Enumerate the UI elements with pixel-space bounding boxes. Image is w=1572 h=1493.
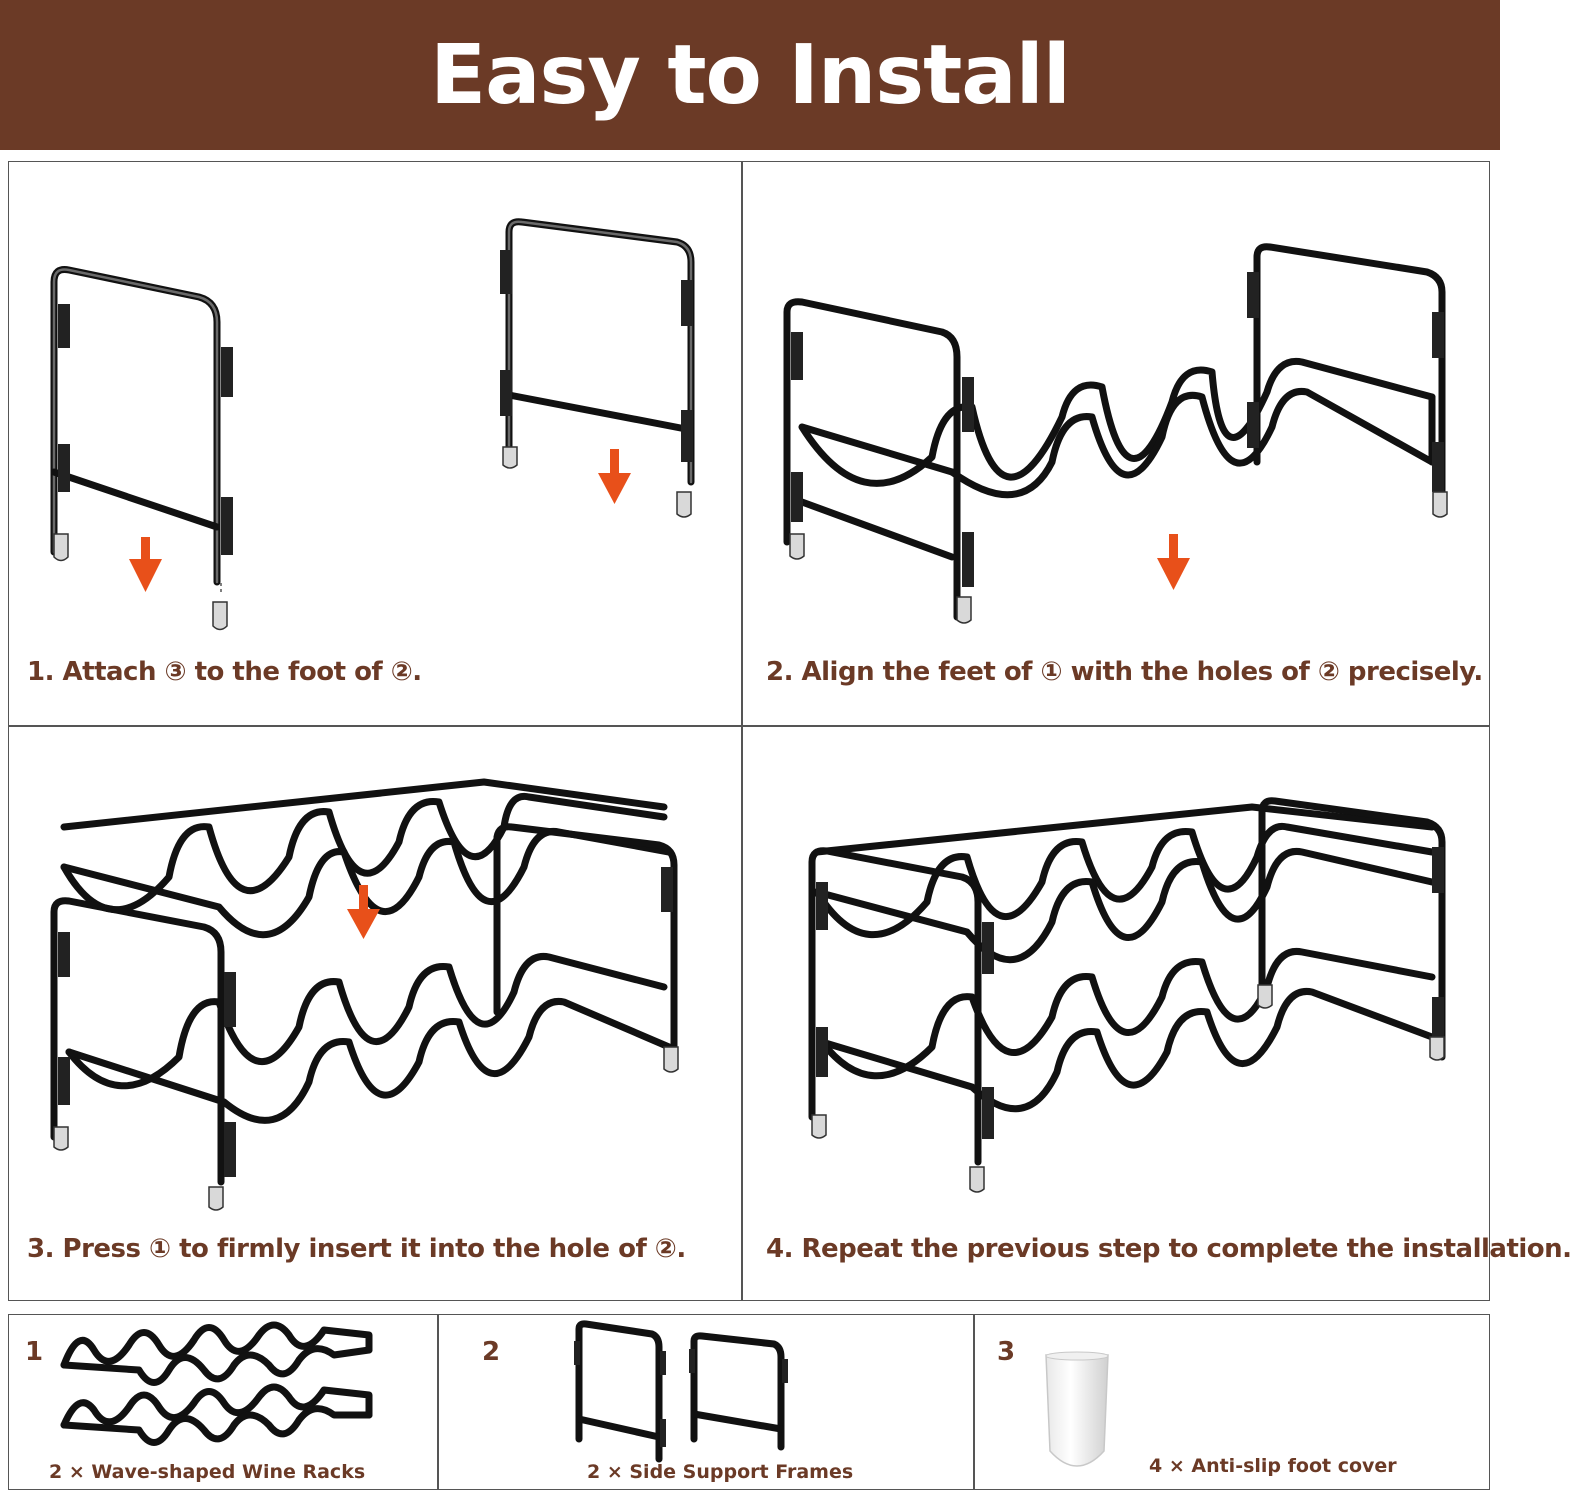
parts-list: 1 2 × Wave-shaped Wine Racks 2 2 × Side … (8, 1314, 1490, 1490)
part-2-number: 2 (482, 1337, 501, 1367)
side-support-frame-icon (574, 1320, 788, 1463)
side-frame-left (783, 298, 974, 624)
parts-divider (973, 1315, 975, 1489)
part-3-label: 4 × Anti-slip foot cover (1149, 1455, 1397, 1477)
wine-rack (798, 357, 1436, 561)
part-3-number: 3 (997, 1337, 1016, 1367)
step-4-caption: 4. Repeat the previous step to complete … (766, 1234, 1572, 1264)
wine-rack-bottom (65, 952, 673, 1124)
side-frame-right (1257, 797, 1446, 1061)
part-1-number: 1 (25, 1337, 44, 1367)
step-2-caption: 2. Align the feet of ① with the holes of… (766, 657, 1483, 687)
side-frame-left (50, 897, 236, 1211)
wine-rack-top (813, 803, 1436, 963)
part-2-label: 2 × Side Support Frames (587, 1461, 854, 1483)
grid-divider-horizontal (9, 725, 1489, 727)
side-frame-right (493, 823, 679, 1073)
step-1-caption: 1. Attach ③ to the foot of ②. (27, 657, 422, 687)
wine-rack-bottom (818, 947, 1436, 1113)
side-frame-right (1247, 243, 1448, 518)
step2-illustration (783, 243, 1448, 624)
step3-illustration (50, 778, 679, 1211)
page-title: Easy to Install (430, 27, 1071, 123)
side-frame-right (500, 218, 695, 518)
arrow-down-icon (347, 885, 380, 939)
arrow-down-icon (1157, 534, 1190, 590)
title-banner: Easy to Install (0, 0, 1500, 150)
grid-divider-vertical (741, 162, 743, 1300)
wave-wine-rack-icon (60, 1321, 373, 1446)
step-3-caption: 3. Press ① to firmly insert it into the … (27, 1234, 686, 1264)
parts-divider (437, 1315, 439, 1489)
step4-illustration (808, 797, 1446, 1193)
step1-illustration (50, 218, 695, 631)
arrow-down-icon (129, 537, 162, 592)
part-1-label: 2 × Wave-shaped Wine Racks (49, 1461, 366, 1483)
steps-grid: 1. Attach ③ to the foot of ②. 2. Align t… (8, 161, 1572, 1301)
wine-rack-top (60, 778, 673, 938)
side-frame-left (50, 266, 233, 631)
side-frame-left (808, 847, 994, 1193)
anti-slip-foot-cover-icon (1045, 1351, 1109, 1467)
arrow-down-icon (598, 449, 631, 504)
